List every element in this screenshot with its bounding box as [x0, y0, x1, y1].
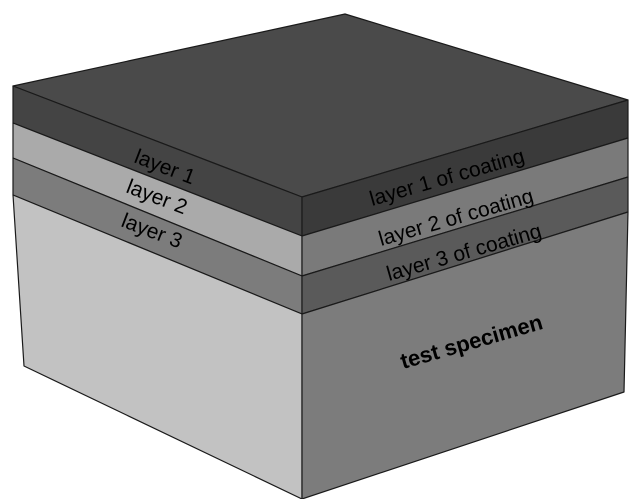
specimen-left-face	[12, 194, 303, 499]
specimen-front-face	[301, 211, 629, 499]
